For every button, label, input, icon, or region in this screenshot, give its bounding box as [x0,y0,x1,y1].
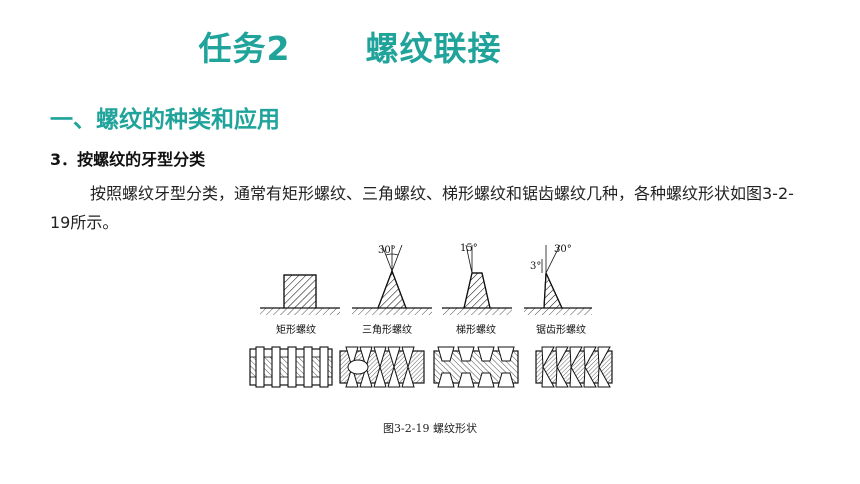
angle-label-sawtooth-side: 3° [530,261,541,272]
angle-label-triangle: 30° [378,245,396,256]
label-triangular: 三角形螺纹 [362,323,412,336]
screw-trapezoidal [433,346,519,388]
figure-caption: 图3-2-19 螺纹形状 [383,422,477,435]
subsection-title: 3．按螺纹的牙型分类 [50,150,206,169]
angle-label-sawtooth-top: 30° [554,244,572,255]
label-trapezoidal: 梯形螺纹 [456,323,496,336]
rectangular-profile [260,274,340,315]
screw-rectangular [249,346,333,388]
section-title: 一、螺纹的种类和应用 [50,107,280,133]
thread-profile-figure: 30° 15° 30° 3° 矩形螺纹 三角形螺纹 梯形螺纹 锯齿形螺纹 [246,243,616,403]
label-rectangular: 矩形螺纹 [276,323,316,336]
label-sawtooth: 锯齿形螺纹 [536,323,586,336]
trapezoidal-profile [442,244,512,315]
body-paragraph: 按照螺纹牙型分类，通常有矩形螺纹、三角螺纹、梯形螺纹和锯齿螺纹几种，各种螺纹形状… [50,184,794,232]
triangular-profile [352,244,432,315]
screw-sawtooth [535,346,613,388]
task-title: 任务2 螺纹联接 [198,29,502,68]
screw-triangular [339,346,425,388]
angle-label-trapezoid: 15° [460,243,478,254]
sawtooth-profile [524,244,592,315]
